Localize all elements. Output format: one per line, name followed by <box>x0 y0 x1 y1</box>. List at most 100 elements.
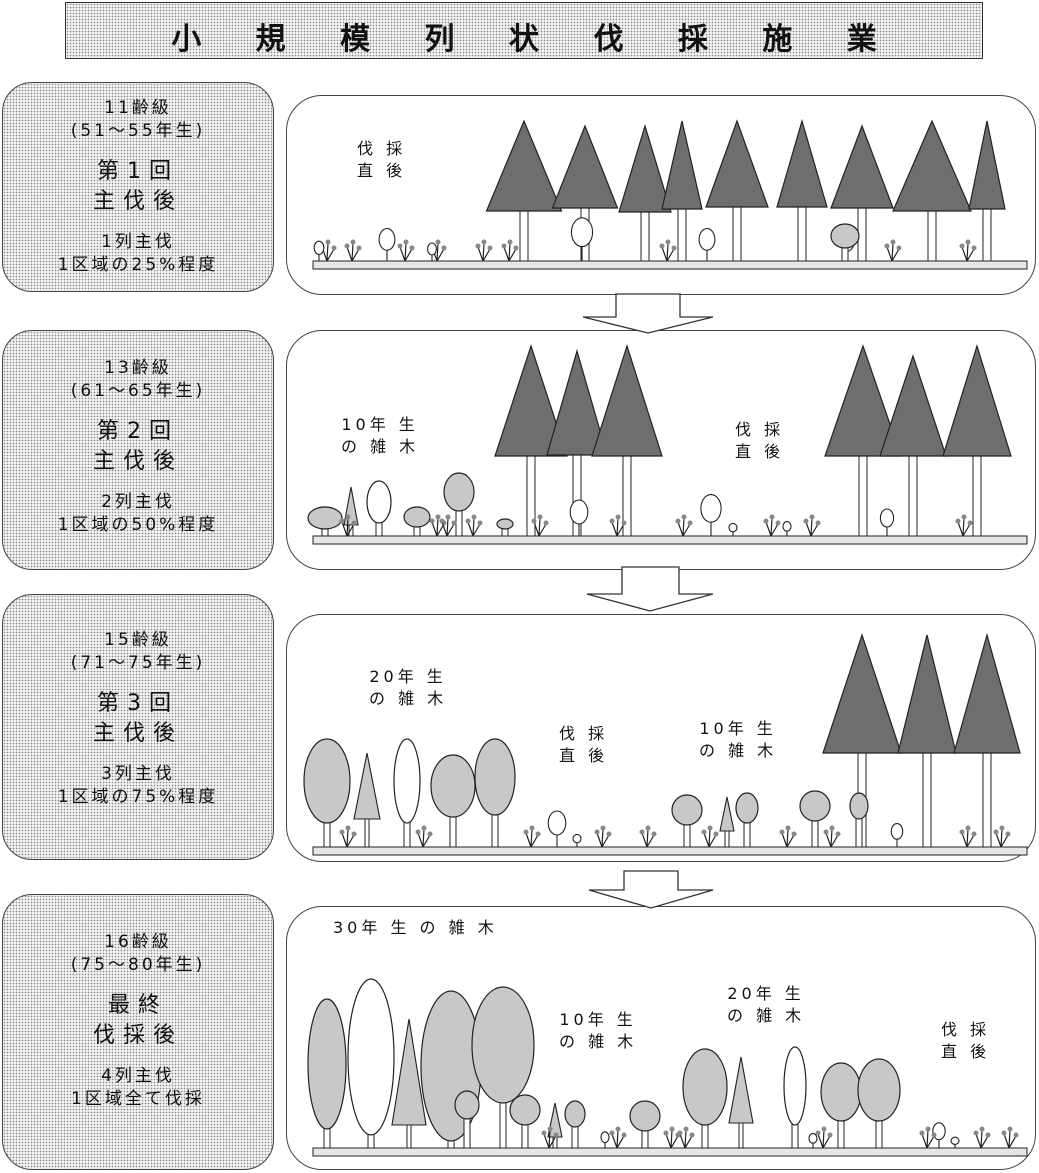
shrub-icon <box>663 1126 681 1149</box>
ground-strip <box>312 846 1028 856</box>
stage-1-years: (51～55年生) <box>70 121 206 141</box>
stage-2-cut: 2列主伐 <box>101 492 175 512</box>
conifer-tree-icon <box>719 796 735 848</box>
conifer-tree-icon <box>897 634 957 848</box>
shrub-icon <box>339 514 357 537</box>
conifer-tree-icon <box>942 343 1012 537</box>
stage-2-round: 第2回 <box>97 419 179 444</box>
stage-1-cut: 1列主伐 <box>101 232 175 252</box>
ground-strip <box>312 1147 1028 1157</box>
broadleaf-tree-icon <box>474 738 516 848</box>
broadleaf-tree-icon <box>820 1062 862 1149</box>
down-arrow-icon <box>582 293 714 334</box>
broadleaf-tree-icon <box>420 990 482 1149</box>
stage-1-event: 主伐後 <box>92 189 183 214</box>
stage-3-share: 1区域の75%程度 <box>57 787 219 807</box>
broadleaf-tree-icon <box>509 1094 541 1149</box>
broadleaf-tree-icon <box>443 472 475 537</box>
stage-2-label: 13齢級 (61～65年生) 第2回 主伐後 2列主伐 1区域の50%程度 <box>2 330 274 570</box>
shrub-icon <box>439 514 457 537</box>
sapling-icon <box>600 1131 610 1148</box>
shrub-icon <box>465 514 483 537</box>
stage-1-forest-scene: 伐 採 直 後 <box>286 95 1036 295</box>
shrub-icon <box>541 1126 559 1149</box>
conifer-tree-icon <box>824 344 902 537</box>
shrub-icon <box>701 825 719 848</box>
stage-3-round: 第3回 <box>97 691 179 716</box>
shrub-icon <box>429 514 447 537</box>
shrub-icon <box>415 825 433 848</box>
conifer-tree-icon <box>968 120 1006 262</box>
conifer-tree-icon <box>776 118 828 262</box>
stage-3-note-felled: 伐 採 直 後 <box>559 724 609 765</box>
shrub-icon <box>639 825 657 848</box>
shrub-icon <box>531 514 549 537</box>
conifer-tree-icon <box>591 344 663 537</box>
stage-1-label: 11齢級 (51～55年生) 第1回 主伐後 1列主伐 1区域の25%程度 <box>2 82 274 292</box>
conifer-tree-icon <box>547 1102 563 1149</box>
broadleaf-tree-icon <box>735 792 759 848</box>
stage-4-cut: 4列主伐 <box>101 1066 175 1086</box>
stage-4-event: 伐採後 <box>92 1023 183 1048</box>
stage-2-event: 主伐後 <box>92 449 183 474</box>
shrub-icon <box>823 825 841 848</box>
shrub-icon <box>779 825 797 848</box>
sapling-icon <box>698 228 716 261</box>
shrub-icon <box>993 825 1011 848</box>
sapling-icon <box>950 1136 960 1148</box>
stage-2-forest-scene: 10年 生 の 雑 木 伐 採 直 後 <box>286 330 1036 570</box>
shrub-icon <box>339 825 357 848</box>
diagram-title-box: 小 規 模 列 状 伐 採 施 業 <box>65 2 983 59</box>
stage-3-years: (71～75年生) <box>70 653 206 673</box>
down-arrow-icon <box>586 566 714 612</box>
broadleaf-tree-icon <box>629 1100 661 1149</box>
shrub-icon <box>609 514 627 537</box>
diagram-title: 小 規 模 列 状 伐 採 施 業 <box>171 22 899 57</box>
stage-2-share: 1区域の50%程度 <box>57 515 219 535</box>
stage-4-age-class: 16齢級 <box>104 932 172 952</box>
stage-2-forest-drawing <box>307 343 1028 545</box>
broadleaf-tree-icon <box>671 794 703 848</box>
shrub-icon <box>677 1126 695 1149</box>
stage-4-forest-drawing <box>307 978 1028 1157</box>
shrub-icon <box>523 825 541 848</box>
broadleaf-tree-icon <box>307 506 343 537</box>
shrub-icon <box>594 825 612 848</box>
broadleaf-tree-icon <box>799 790 831 848</box>
sapling-icon <box>378 228 396 261</box>
stage-4-share: 1区域全て伐採 <box>71 1089 205 1109</box>
sapling-icon <box>890 823 904 847</box>
shrub-icon <box>397 239 415 262</box>
stage-4-years: (75～80年生) <box>70 955 206 975</box>
stage-3-forest-scene: 20年 生 の 雑 木 伐 採 直 後 10年 生 の 雑 木 <box>286 614 1036 862</box>
broadleaf-tree-icon <box>830 223 860 262</box>
conifer-tree-icon <box>879 354 947 537</box>
broadleaf-tree-icon <box>403 506 431 537</box>
stage-1-forest-drawing <box>312 118 1028 270</box>
conifer-tree-icon <box>618 123 672 262</box>
stage-4-note-felled: 伐 採 直 後 <box>941 1020 991 1061</box>
shrub-icon <box>959 825 977 848</box>
broadleaf-tree-icon <box>682 1048 728 1149</box>
stage-3-note-10yr: 10年 生 の 雑 木 <box>699 719 778 760</box>
stage-3-label: 15齢級 (71～75年生) 第3回 主伐後 3列主伐 1区域の75%程度 <box>2 594 274 860</box>
down-arrow-icon <box>588 870 714 909</box>
broadleaf-tree-icon <box>303 738 351 848</box>
conifer-tree-icon <box>892 119 972 262</box>
stage-3-event: 主伐後 <box>92 721 183 746</box>
stage-2-note-felled: 伐 採 直 後 <box>735 420 785 461</box>
broadleaf-tree-icon <box>496 518 514 537</box>
stage-3-forest-drawing <box>303 632 1028 856</box>
stage-4-note-20yr: 20年 生 の 雑 木 <box>727 984 806 1025</box>
stage-4-note-30yr: 30年 生 の 雑 木 <box>333 918 498 937</box>
sapling-icon <box>313 240 325 261</box>
ground-strip <box>312 535 1028 545</box>
shrub-icon <box>803 514 821 537</box>
stage-1-share: 1区域の25%程度 <box>57 255 219 275</box>
broadleaf-tree-icon <box>307 998 347 1149</box>
stage-4-forest-scene: 30年 生 の 雑 木 10年 生 の 雑 木 20年 生 の 雑 木 伐 採 … <box>286 906 1036 1170</box>
shrub-icon <box>659 239 677 262</box>
broadleaf-tree-icon <box>366 480 392 537</box>
sapling-icon <box>700 494 722 536</box>
sapling-icon <box>728 522 738 536</box>
